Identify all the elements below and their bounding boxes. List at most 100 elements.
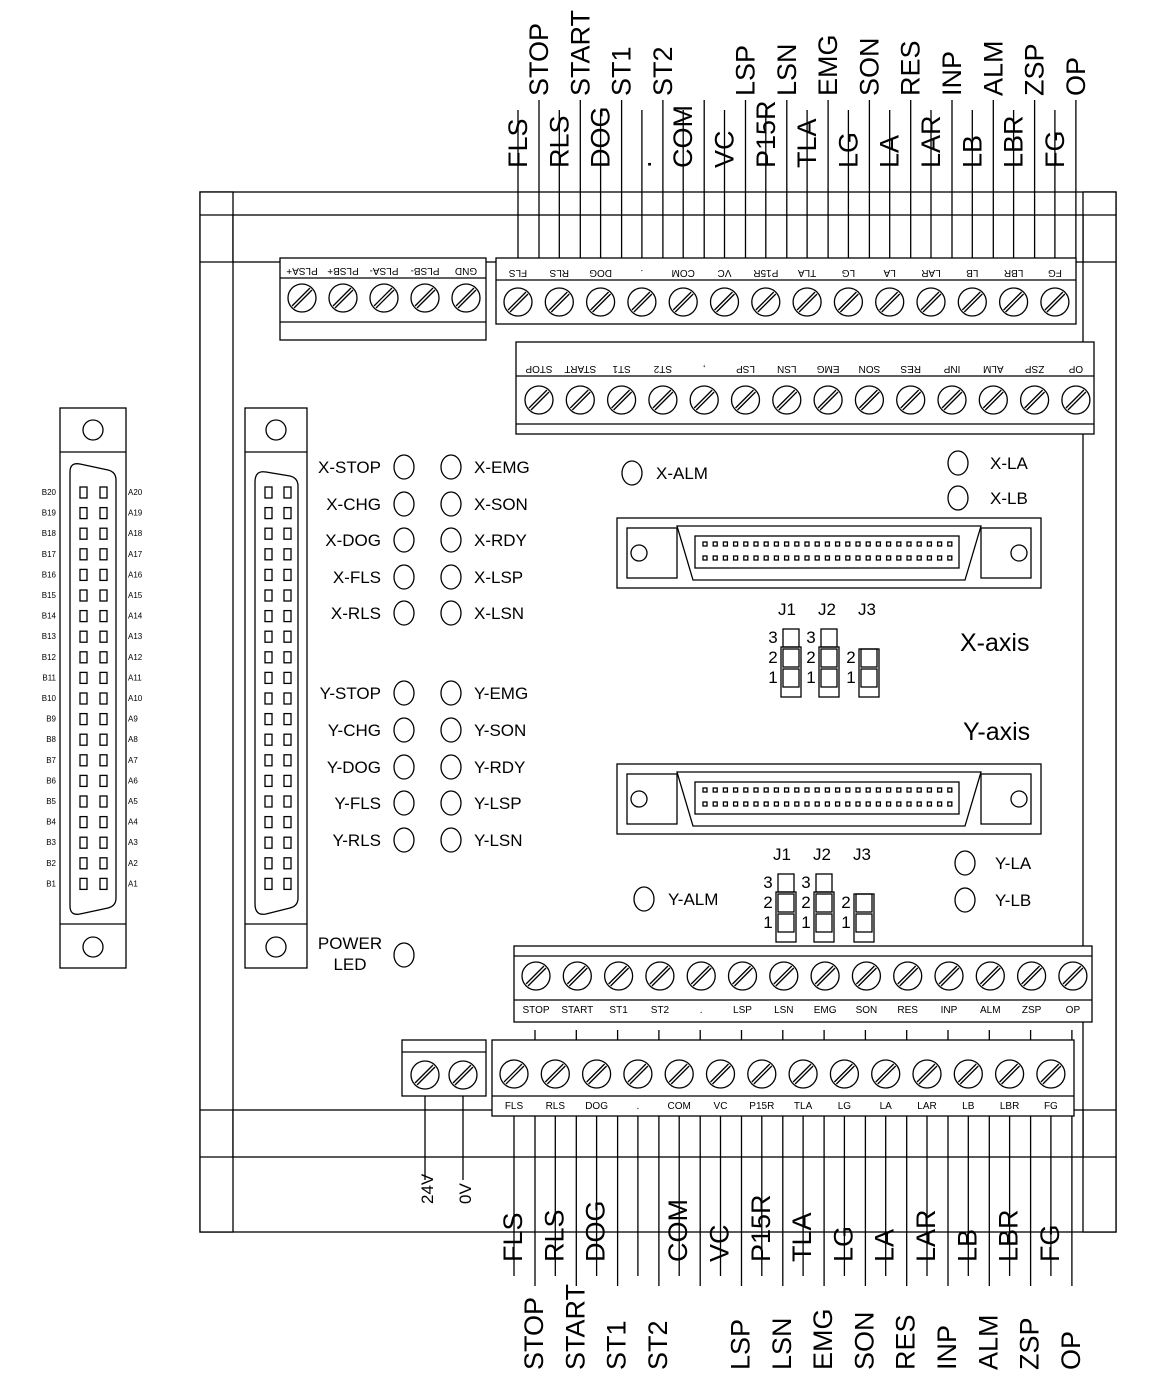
y-jumpers-pin-j3-2: 1: [841, 913, 850, 932]
y-servo-connector-hole-left: [630, 790, 648, 808]
pin-a: [99, 815, 108, 829]
top-wires: [517, 100, 1077, 268]
y-servo-connector-pin: [722, 787, 729, 793]
pin-label-a2: A2: [128, 859, 138, 868]
x-jumpers-j3-pin: [860, 648, 878, 668]
bottom-terminal-lower-screw: [664, 1059, 694, 1089]
pin-label-a5: A5: [128, 797, 138, 806]
top-terminal-lower-screw: [524, 385, 554, 415]
bottom-label-lar: LAR: [911, 1209, 941, 1262]
led-y-lb: [954, 887, 976, 913]
pin-b: [79, 836, 88, 849]
y-servo-connector-pin: [865, 801, 871, 807]
top-terminal-upper-label-com: COM: [672, 267, 695, 278]
pin-label-a16: A16: [128, 570, 143, 579]
bottom-terminal-lower-screw: [581, 1059, 612, 1089]
board-pin: [283, 795, 292, 808]
x-servo-connector-pin: [824, 555, 831, 561]
pin-label-b13: B13: [42, 632, 57, 641]
bottom-terminal-upper-screw: [975, 961, 1005, 991]
pin-label-a11: A11: [128, 673, 142, 682]
pin-b: [79, 630, 88, 643]
bottom-terminal-lower-screw: [1036, 1059, 1066, 1089]
pin-a: [99, 733, 108, 746]
bottom-terminal-lower-screw: [747, 1059, 777, 1089]
top-terminal-upper-screw: [916, 287, 946, 317]
top-terminal-lower-screw: [772, 385, 802, 415]
board-pin: [283, 774, 292, 788]
led-y-rls: [393, 827, 415, 853]
x-servo-connector-pin: [722, 555, 729, 561]
bottom-terminal-lower-screw: [912, 1059, 942, 1089]
bottom-terminal-upper-label-zsp: ZSP: [1022, 1005, 1042, 1016]
x-jumpers-j1-pin: [782, 668, 800, 688]
x-jumpers-j2-cap: [818, 646, 840, 698]
bottom-terminal-upper-screw: [645, 961, 675, 991]
y-servo-connector-pin: [783, 787, 790, 793]
top-terminal-lower-label-start: START: [564, 363, 596, 374]
y-servo-connector-pin: [794, 787, 800, 793]
x-servo-connector-pin: [722, 541, 729, 547]
y-jumpers-pin-1-j2: 1: [801, 913, 810, 932]
board-pin: [264, 486, 273, 499]
y-alm-label: Y-ALM: [668, 890, 718, 909]
top-terminal-lower-screw: [1019, 385, 1050, 415]
board-pin: [283, 815, 292, 829]
bottom-label2-alm: ALM: [973, 1314, 1003, 1370]
board-pin: [264, 712, 273, 726]
y-servo-connector-pin: [763, 801, 769, 807]
x-servo-connector-pin: [865, 555, 871, 561]
y-jumpers-pin-2-j1: 2: [763, 893, 772, 912]
bottom-label-rls: RLS: [539, 1209, 569, 1262]
y-servo-connector-pin: [814, 801, 820, 807]
top-label2-son: SON: [854, 37, 884, 96]
bottom-terminal-lower-label-com: COM: [668, 1101, 691, 1112]
bottom-label-lb: LB: [952, 1229, 982, 1262]
bottom-label-com: COM: [663, 1199, 693, 1262]
top-label2-emg: EMG: [813, 34, 843, 96]
pin-b: [79, 486, 88, 499]
x-servo-connector-outline: [616, 517, 1042, 589]
y-jumpers-j3: J3: [853, 845, 871, 864]
y-jumpers-j1-pin: [777, 893, 795, 913]
y-la-label: Y-LA: [995, 854, 1032, 873]
bottom-terminal-upper-screw: [1058, 961, 1088, 991]
y-servo-connector-hole-right: [1010, 790, 1028, 808]
pin-a: [99, 857, 108, 870]
pin-b: [79, 857, 88, 870]
pin-label-a1: A1: [128, 879, 138, 888]
top-terminal-lower-screw: [565, 385, 595, 415]
top-terminal-lower-label-stop: STOP: [525, 363, 552, 374]
y-servo-connector-pin: [773, 787, 780, 793]
pulse-terminal-screw: [328, 283, 358, 313]
onboard-db-pins: [264, 486, 292, 891]
led-label-y-rls: Y-RLS: [332, 831, 381, 850]
top-terminal-upper-screw: [627, 287, 657, 317]
x-servo-connector-pin: [794, 555, 800, 561]
pin-a: [99, 671, 108, 685]
board-pin: [264, 568, 273, 582]
top-label2-stop: STOP: [524, 23, 554, 96]
db40-pins: B20B19B18B17B16B15B14B13B12B11B10B9B8B7B…: [42, 486, 143, 891]
pin-b: [79, 877, 88, 891]
bottom-label-fls: FLS: [498, 1212, 528, 1262]
x-jumpers-j3: J3: [858, 600, 876, 619]
pin-a: [99, 589, 108, 602]
bottom-label2-zsp: ZSP: [1015, 1317, 1045, 1370]
x-jumpers-j2-pin: [820, 648, 838, 668]
board-pin: [283, 486, 292, 499]
y-servo-connector-pin: [743, 787, 749, 793]
bottom-label-tla: TLA: [787, 1212, 817, 1262]
y-lb-label: Y-LB: [995, 891, 1031, 910]
led-x-emg: [440, 454, 462, 480]
y-servo-connector-pin: [906, 787, 912, 793]
y-servo-connector-outline: [616, 763, 1042, 835]
led-label-x-fls: X-FLS: [333, 568, 381, 587]
bottom-terminal-upper-screw: [686, 961, 716, 991]
board-pin: [283, 836, 292, 849]
pin-label-b8: B8: [46, 735, 56, 744]
led-label-x-lsn: X-LSN: [474, 604, 524, 623]
